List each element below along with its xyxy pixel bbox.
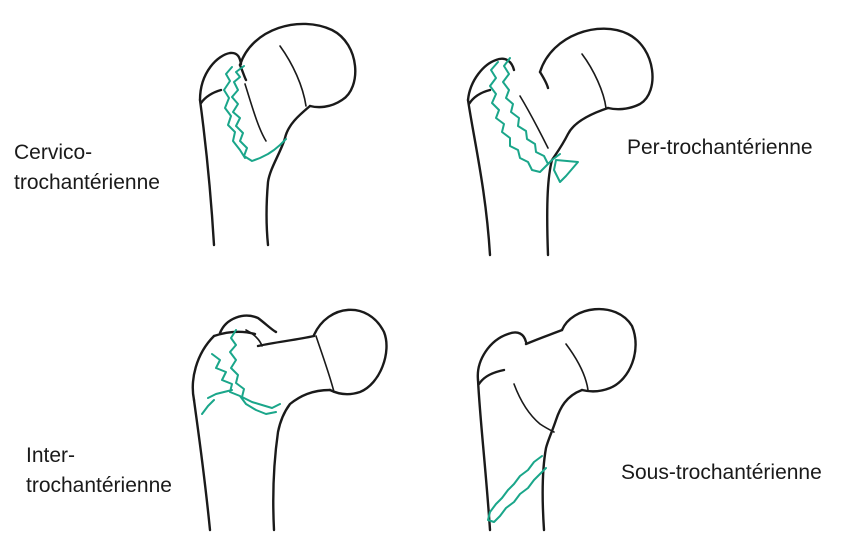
femur-outline xyxy=(193,310,387,530)
femur-cervico xyxy=(200,24,355,245)
label-cervico-line-1: Cervico- xyxy=(14,138,160,168)
bone-fragment xyxy=(554,160,578,182)
label-inter-line-2: trochantérienne xyxy=(26,471,172,501)
fracture-line xyxy=(202,330,280,414)
femur-sous xyxy=(478,309,636,530)
label-inter-line-1: Inter- xyxy=(26,441,172,471)
femur-inner-lines xyxy=(245,46,306,141)
femur-outline xyxy=(200,24,355,245)
label-inter: Inter- trochantérienne xyxy=(26,441,172,501)
femur-inter xyxy=(193,310,387,530)
label-per: Per-trochantérienne xyxy=(627,133,813,163)
femur-outline xyxy=(478,309,636,530)
femur-outline xyxy=(468,29,653,255)
label-cervico-line-2: trochantérienne xyxy=(14,168,160,198)
label-per-line-1: Per-trochantérienne xyxy=(627,133,813,163)
fracture-line xyxy=(490,58,560,172)
label-cervico: Cervico- trochantérienne xyxy=(14,138,160,198)
femur-inner-lines xyxy=(514,344,588,432)
fracture-line xyxy=(488,456,546,522)
label-sous-line-1: Sous-trochantérienne xyxy=(621,458,822,488)
label-sous: Sous-trochantérienne xyxy=(621,458,822,488)
femur-per xyxy=(468,29,653,255)
femur-inner-lines xyxy=(520,54,606,148)
